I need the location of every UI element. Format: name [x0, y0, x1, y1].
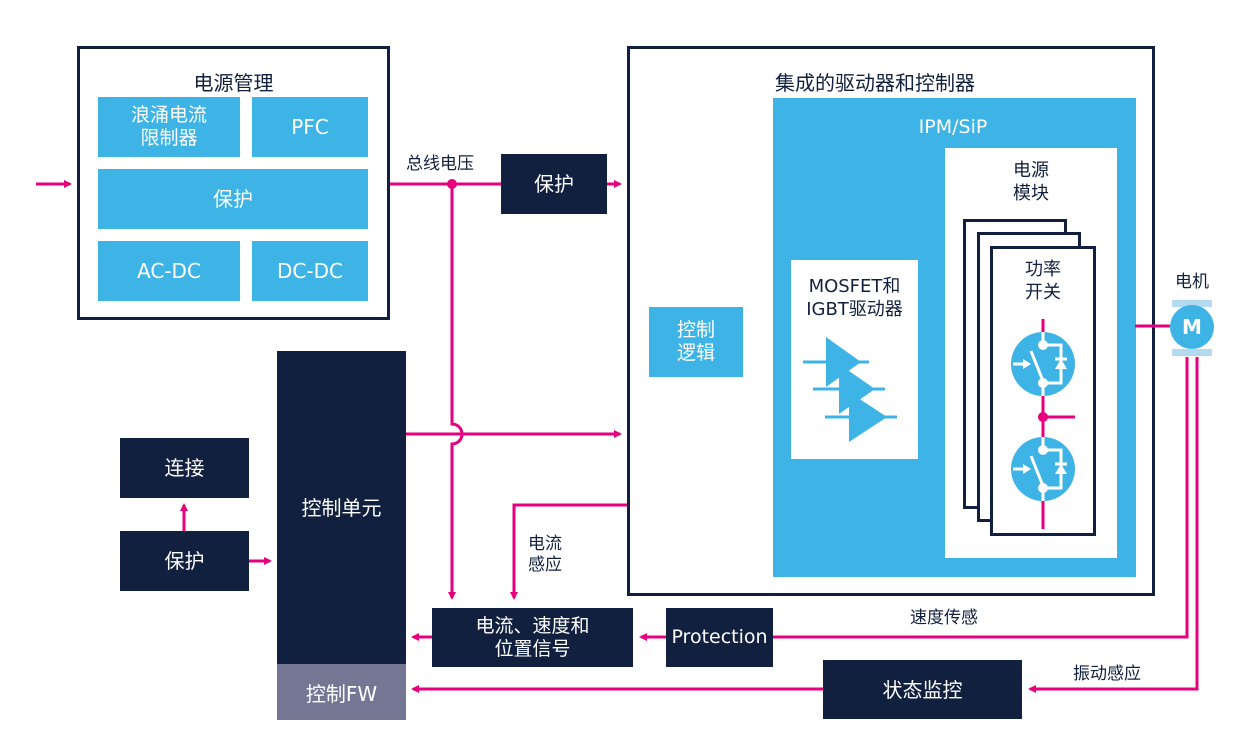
current-sense-label: 电流 感应 [528, 534, 562, 576]
integrated-driver-controller-frame: 集成的驱动器和控制器 控制 逻辑 IPM/SiP MOSFET和 IGBT驱动器… [627, 46, 1155, 596]
bus-tap-wire [448, 184, 464, 600]
ipm-sip-block: IPM/SiP MOSFET和 IGBT驱动器 电源 模块 功率 开 [773, 98, 1136, 577]
lower-transistor-icon [1011, 437, 1075, 501]
upper-transistor-icon [1011, 332, 1075, 396]
power-switch-card[interactable]: 功率 开关 [990, 246, 1096, 536]
condition-monitoring-block[interactable]: 状态监控 [823, 660, 1022, 719]
gate-driver-label: MOSFET和 IGBT驱动器 [806, 276, 903, 320]
connectivity-block[interactable]: 连接 [120, 438, 249, 498]
ipm-sip-title: IPM/SiP [918, 116, 988, 138]
ac-dc-block[interactable]: AC-DC [98, 241, 240, 301]
power-management-title: 电源管理 [193, 71, 274, 95]
power-switch-label: 功率 开关 [1025, 259, 1061, 303]
motor-bottom-cap [1172, 349, 1212, 356]
current-speed-position-signals-block[interactable]: 电流、速度和 位置信号 [432, 608, 633, 667]
control-unit-label: 控制单元 [301, 495, 382, 520]
bus-protection-block[interactable]: 保护 [501, 154, 607, 214]
motor-label: 电机 [1175, 272, 1209, 292]
control-unit-block[interactable]: 控制单元 [277, 351, 406, 664]
power-protection-block[interactable]: 保护 [98, 169, 368, 229]
control-firmware-label: 控制FW [305, 681, 378, 706]
dc-dc-block[interactable]: DC-DC [252, 241, 368, 301]
speed-sensing-label: 速度传感 [910, 608, 978, 628]
vibration-sensing-label: 振动感应 [1073, 664, 1141, 684]
power-module-title: 电源 模块 [1013, 160, 1049, 204]
power-management-frame: 电源管理 浪涌电流 限制器 PFC 保护 AC-DC DC-DC [77, 46, 390, 320]
control-firmware-block[interactable]: 控制FW [277, 664, 406, 720]
control-logic-block[interactable]: 控制 逻辑 [649, 307, 743, 377]
gate-driver-amplifiers-icon [803, 337, 897, 442]
integrated-driver-controller-title: 集成的驱动器和控制器 [775, 71, 975, 95]
protection-block[interactable]: Protection [666, 608, 773, 667]
motor-top-cap [1172, 300, 1212, 307]
inrush-current-limiter-block[interactable]: 浪涌电流 限制器 [98, 97, 240, 157]
power-module-block: 电源 模块 功率 开关 [945, 148, 1117, 558]
half-bridge-switches-icon [1011, 319, 1075, 529]
motor-body: M [1170, 305, 1214, 349]
gate-driver-block[interactable]: MOSFET和 IGBT驱动器 [791, 260, 918, 459]
motor-icon[interactable]: M [1168, 300, 1216, 358]
pfc-block[interactable]: PFC [252, 97, 368, 157]
bus-junction-dot [447, 179, 457, 189]
motor-symbol: M [1182, 315, 1202, 339]
bus-voltage-label: 总线电压 [406, 154, 474, 174]
control-unit-protection-block[interactable]: 保护 [120, 531, 249, 591]
